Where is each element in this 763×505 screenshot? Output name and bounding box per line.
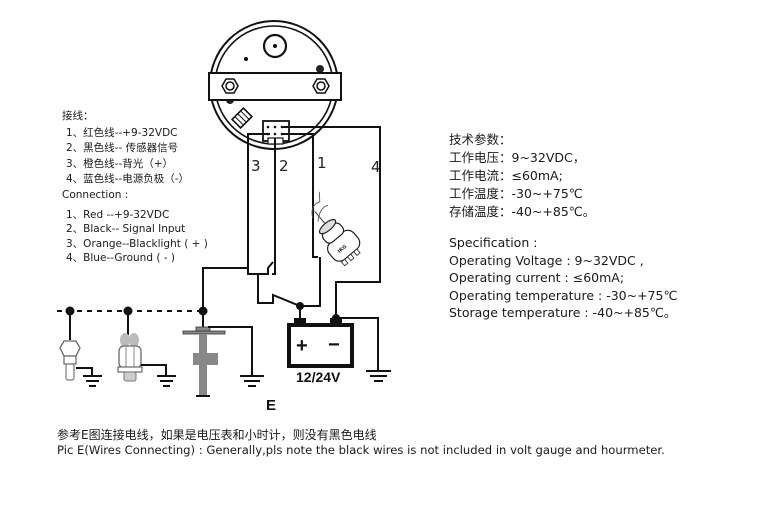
wiring-legend-cn: 接线： 1、红色线--+9-32VDC 2、黑色线-- 传感器信号 3、橙色线-… xyxy=(62,109,189,188)
spec-cn-line: 存储温度：-40~+85℃。 xyxy=(449,204,596,219)
wire-2-black xyxy=(272,138,276,275)
bracket-nut-right xyxy=(312,78,330,94)
legend-cn-title: 接线： xyxy=(62,110,94,122)
figure-label: E xyxy=(266,397,276,414)
spec-en-line: Operating current : ≤60mA; xyxy=(449,270,625,286)
ignition-switch: IKG xyxy=(311,191,361,267)
wire-4-blue xyxy=(283,126,381,318)
spec-cn-line: 工作温度：-30~+75℃ xyxy=(449,186,583,201)
legend-en-item: 3、Orange--Blacklight ( + ) xyxy=(66,237,208,250)
wire-number-3: 3 xyxy=(251,157,261,175)
pressure-sensor xyxy=(117,311,176,387)
wire-1-red xyxy=(247,133,321,307)
spec-en: Specification : Operating Voltage : 9~32… xyxy=(449,234,678,322)
spec-cn-line: 工作电流：≤60mA; xyxy=(449,168,563,183)
legend-cn-item: 3、橙色线--背光（+） xyxy=(66,157,174,170)
wiring-legend-en: Connection : 1、Red --+9-32VDC 2、Black-- … xyxy=(62,188,208,266)
legend-en-item: 1、Red --+9-32VDC xyxy=(66,208,170,221)
svg-text:IKG: IKG xyxy=(337,244,348,255)
spec-cn-title: 技术参数： xyxy=(449,132,512,147)
gauge-body xyxy=(208,20,342,150)
legend-en-item: 2、Black-- Signal Input xyxy=(66,223,186,235)
legend-en-item: 4、Blue--Ground ( - ) xyxy=(66,252,175,264)
legend-cn-item: 1、红色线--+9-32VDC xyxy=(66,126,178,139)
spec-cn: 技术参数： 工作电压：9~32VDC， 工作电流：≤60mA; 工作温度：-30… xyxy=(449,131,595,221)
battery-plus: + xyxy=(296,335,308,357)
footnote-en: Pic E(Wires Connecting) : Generally,pls … xyxy=(57,443,665,457)
footnote-cn: 参考E图连接电线，如果是电压表和小时计，则没有黑色电线 xyxy=(57,428,377,442)
spec-en-title: Specification : xyxy=(449,235,538,250)
fuel-level-sensor xyxy=(182,311,264,397)
legend-cn-item: 2、黑色线-- 传感器信号 xyxy=(66,142,179,154)
spec-en-line: Operating temperature : -30~+75℃ xyxy=(449,287,678,303)
spec-en-line: Operating Voltage : 9~32VDC , xyxy=(449,252,644,268)
gauge-small-hole xyxy=(244,57,248,61)
footnote: 参考E图连接电线，如果是电压表和小时计，则没有黑色电线 Pic E(Wires … xyxy=(57,428,665,458)
battery: + − 12/24V xyxy=(287,306,354,385)
legend-cn-item: 4、蓝色线--电源负极（-） xyxy=(66,173,190,185)
backlight-socket xyxy=(230,106,254,130)
wire-3-orange xyxy=(202,133,270,312)
ground-symbol xyxy=(366,370,391,382)
legend-en-title: Connection : xyxy=(62,189,129,201)
spec-cn-line: 工作电压：9~32VDC， xyxy=(449,150,586,165)
ground-wire xyxy=(336,317,379,370)
wire-number-4: 4 xyxy=(371,158,381,176)
battery-minus: − xyxy=(328,334,340,356)
bracket-nut-left xyxy=(221,78,239,94)
battery-voltage-label: 12/24V xyxy=(296,369,341,385)
wire-number-1: 1 xyxy=(317,154,327,172)
temperature-sensor xyxy=(59,311,102,387)
wire-number-2: 2 xyxy=(279,157,289,175)
spec-en-line: Storage temperature : -40~+85℃。 xyxy=(449,305,677,321)
